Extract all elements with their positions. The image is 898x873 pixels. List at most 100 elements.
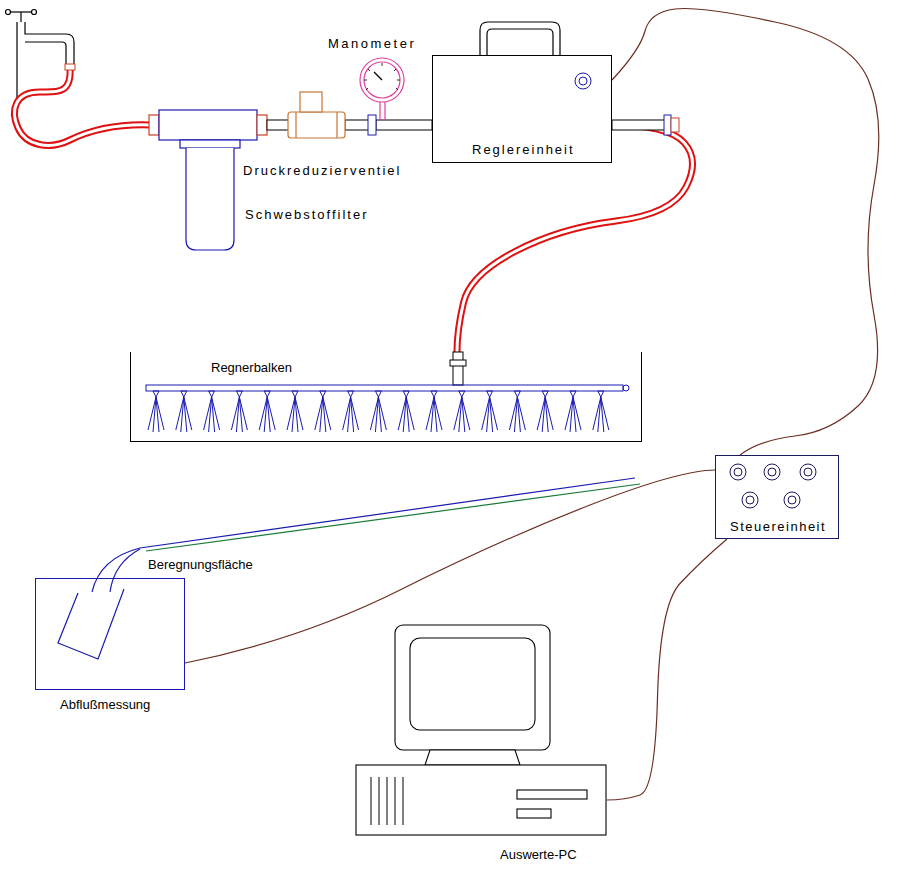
water-hose	[457, 125, 693, 352]
irrigation-surface	[92, 478, 640, 592]
sprinkler-beam	[375, 391, 381, 397]
sprinkler-beam	[287, 397, 303, 432]
sprinkler-beam	[146, 385, 623, 391]
pressure-reducing-valve	[288, 112, 345, 138]
computer	[356, 765, 606, 835]
sprinkler-beam	[487, 391, 493, 397]
control-knobs	[746, 496, 754, 504]
node-label: Steuereinheit	[730, 519, 826, 535]
sprinkler-beam	[315, 397, 331, 432]
irrigation-surface	[110, 549, 140, 592]
control-knobs	[730, 464, 746, 480]
cable-line	[612, 9, 879, 455]
supply-hose	[65, 64, 75, 70]
pipe	[267, 120, 289, 130]
sprinkler-beam	[181, 391, 187, 397]
sediment-filter	[180, 140, 240, 148]
collecting-vessel	[36, 579, 186, 691]
pipe	[345, 120, 369, 130]
computer	[517, 790, 587, 799]
irrigation-surface	[92, 548, 140, 592]
node-label: Abflußmessung	[60, 697, 150, 713]
sprinkler-beam	[153, 391, 159, 397]
faucet	[32, 10, 37, 15]
control-knobs	[800, 464, 816, 480]
pressure-reducing-valve	[300, 92, 322, 112]
control-knobs	[730, 464, 816, 508]
sprinkler-beam	[482, 397, 498, 432]
computer	[387, 777, 388, 825]
sprinkler-beam	[453, 352, 463, 385]
irrigation-surface	[146, 484, 640, 551]
pressure-gauge	[384, 102, 385, 120]
sprinkler-beam	[565, 397, 581, 432]
controller-handle	[480, 22, 560, 55]
computer	[425, 750, 520, 765]
sediment-filter	[149, 115, 159, 135]
pressure-gauge	[360, 58, 404, 120]
part-label: Druckreduzierventiel	[243, 163, 402, 179]
pipe	[664, 115, 671, 135]
sprinkler-beam	[320, 391, 326, 397]
computer	[356, 625, 606, 835]
pipe	[671, 118, 679, 132]
sprinkler-beam	[598, 391, 604, 397]
sprinkler-beam	[348, 391, 354, 397]
control-knobs	[764, 464, 780, 480]
computer	[410, 638, 535, 730]
pressure-gauge	[360, 58, 404, 102]
sprinkler-beam	[148, 397, 164, 432]
hose-wall	[457, 125, 693, 352]
pressure-gauge	[374, 72, 382, 80]
sediment-filter	[149, 110, 267, 250]
controller-handle	[487, 29, 553, 55]
sprinkler-beam	[593, 397, 609, 432]
faucet	[20, 12, 21, 22]
sediment-filter	[186, 148, 234, 250]
knob	[579, 77, 587, 85]
sprinkler-beam	[343, 397, 359, 432]
sprinkler-beam	[370, 397, 386, 432]
sprinkler-beam	[514, 391, 520, 397]
part-label: Schwebstoffilter	[245, 207, 369, 223]
sprinkler-beam	[459, 391, 465, 397]
pressure-gauge	[364, 62, 400, 98]
sediment-filter	[159, 110, 257, 140]
sprinkler-beam	[146, 385, 629, 432]
equipment-node: Reglereinheit	[432, 55, 612, 163]
control-knobs	[804, 468, 812, 476]
part-label: Manometer	[328, 36, 416, 52]
pipe	[376, 120, 432, 130]
sprinkler-beam	[509, 397, 525, 432]
equipment-node: Regnerbalken	[130, 352, 642, 442]
sprinkler-beam	[292, 391, 298, 397]
sprinkler-beam	[450, 352, 466, 385]
irrigation-surface	[140, 478, 635, 548]
supply-hose	[14, 68, 150, 145]
node-label: Regnerbalken	[211, 360, 292, 376]
pipe	[368, 115, 376, 135]
computer	[355, 625, 607, 837]
signal-cable	[607, 539, 727, 800]
sprinkler-beam	[398, 397, 414, 432]
sprinkler-beam	[450, 360, 466, 366]
sediment-filter	[257, 115, 267, 135]
computer	[517, 809, 551, 818]
control-knobs	[768, 468, 776, 476]
control-knobs	[734, 468, 742, 476]
pressure-reducing-valve	[295, 112, 296, 138]
control-knobs	[784, 492, 800, 508]
computer	[395, 625, 550, 750]
pressure-reducing-valve	[336, 112, 337, 138]
collecting-vessel	[58, 589, 124, 659]
sprinkler-beam	[542, 391, 548, 397]
faucet	[6, 10, 11, 15]
control-knobs	[788, 496, 796, 504]
sprinkler-beam	[264, 391, 270, 397]
sprinkler-beam	[454, 397, 470, 432]
equipment-node: Abflußmessung	[35, 578, 185, 690]
hose-core	[457, 125, 693, 352]
sprinkler-beam	[431, 391, 437, 397]
node-label: Auswerte-PC	[500, 847, 577, 863]
